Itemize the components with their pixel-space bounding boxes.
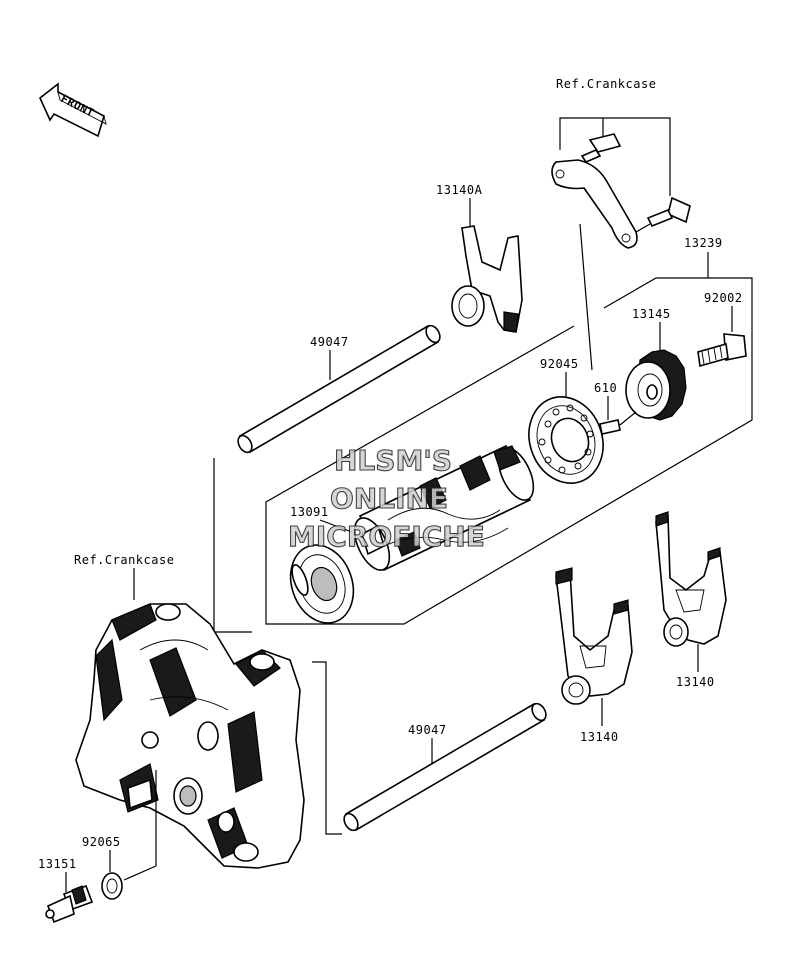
part-13151: 13151: [38, 857, 94, 924]
watermark-line1: HLSM'S: [334, 444, 452, 477]
part-92002: 92002: [697, 291, 747, 368]
label-13140-mid: 13140: [580, 730, 619, 744]
part-13145: 13145: [625, 307, 687, 421]
label-13239: 13239: [684, 236, 723, 250]
part-92065: 92065: [82, 770, 157, 900]
label-13091: 13091: [290, 505, 329, 519]
label-13151: 13151: [38, 857, 77, 871]
drum-bearing-left: [289, 544, 355, 624]
watermark-line2: ONLINE: [330, 482, 448, 515]
label-92045: 92045: [540, 357, 579, 371]
part-13091: 13091: [290, 444, 535, 572]
part-49047-top: 49047: [213, 324, 441, 633]
watermark-line3: MICROFICHE: [288, 520, 485, 553]
label-92065: 92065: [82, 835, 121, 849]
part-13140-mid: 13140: [555, 567, 633, 744]
ref-crankcase-top-label: Ref.Crankcase: [556, 77, 656, 91]
assembly-box-13239: 13239: [265, 236, 753, 625]
watermark: HLSM'S ONLINE MICROFICHE: [287, 443, 485, 553]
part-13140A: 13140A: [436, 183, 523, 333]
front-arrow-icon: FRONT: [39, 82, 107, 138]
label-13140A: 13140A: [436, 183, 483, 197]
label-49047-top: 49047: [310, 335, 349, 349]
bearing-balls: [538, 404, 594, 474]
part-13140-right: 13140: [655, 511, 727, 689]
label-610: 610: [594, 381, 617, 395]
label-49047-bottom: 49047: [408, 723, 447, 737]
ref-crankcase-top-group: Ref.Crankcase: [551, 77, 691, 249]
part-92045: 92045: [528, 223, 604, 484]
crankcase-left: Ref.Crankcase: [74, 553, 305, 869]
part-610: 610: [594, 381, 637, 435]
label-13140-right: 13140: [676, 675, 715, 689]
label-92002: 92002: [704, 291, 743, 305]
label-13145: 13145: [632, 307, 671, 321]
part-49047-bottom: 49047: [312, 661, 547, 835]
ref-crankcase-left-label: Ref.Crankcase: [74, 553, 174, 567]
